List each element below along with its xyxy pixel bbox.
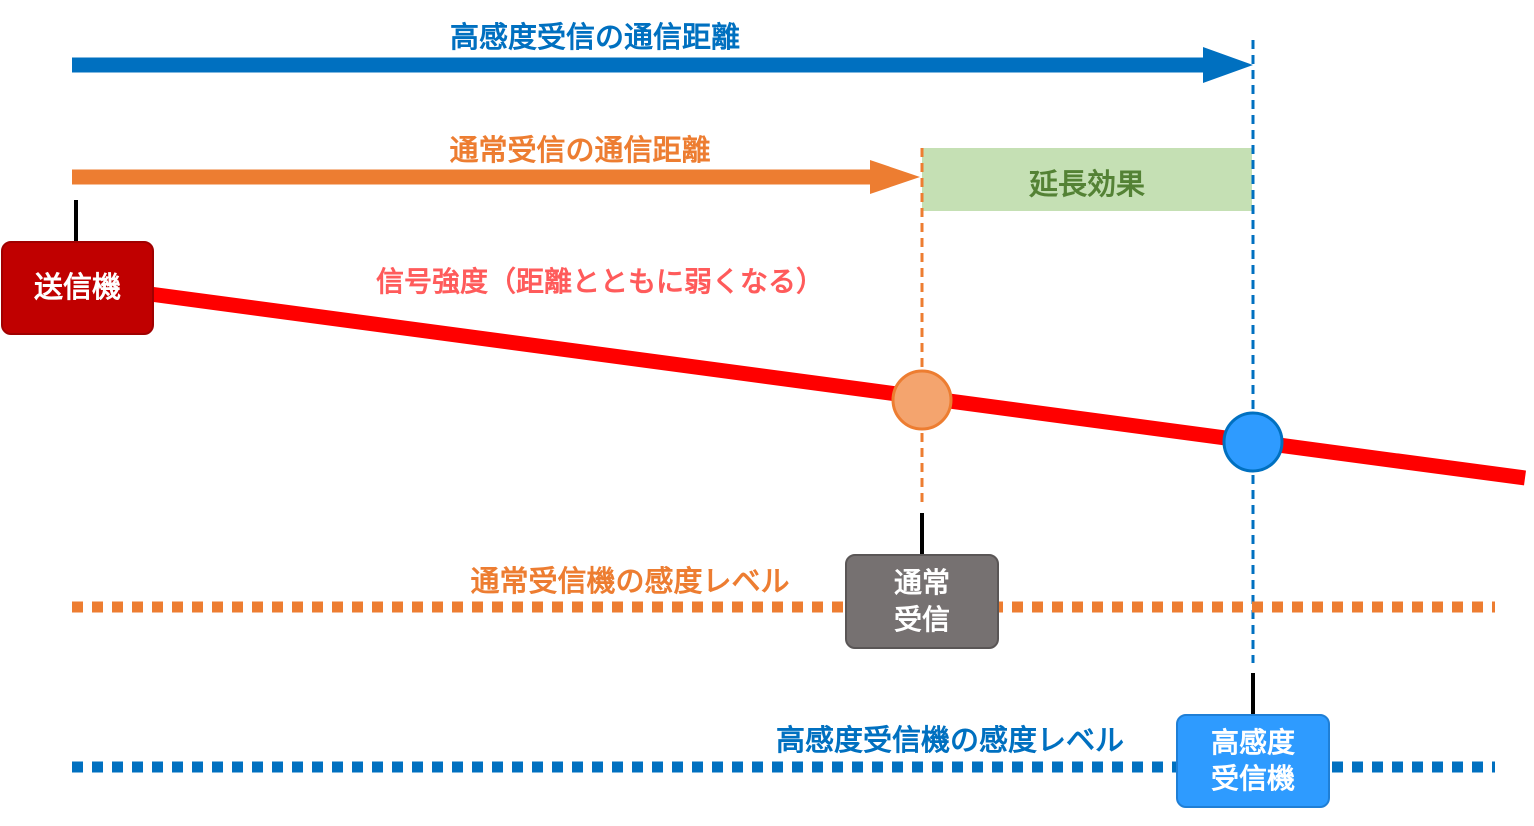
normal-receiver-box: 通常 受信 [845,554,999,649]
high-receiver-box: 高感度 受信機 [1176,714,1330,808]
transmitter-box: 送信機 [1,241,154,335]
normal-distance-arrow-head [870,160,920,194]
high-sensitivity-distance-arrow-head [1203,47,1253,83]
extension-effect-band [922,148,1252,211]
normal-receiver-label-line1: 通常 [893,566,950,600]
normal-distance-label: 通常受信の通信距離 [449,133,711,167]
normal-receiver-level-label: 通常受信機の感度レベル [470,564,790,598]
signal-strength-line [149,286,1526,486]
normal-intersection-point [891,369,953,431]
signal-strength-label: 信号強度（距離とともに弱くなる） [375,265,824,298]
high-intersection-point [1222,411,1284,473]
high-sensitivity-distance-label: 高感度受信の通信距離 [449,20,740,54]
high-receiver-level-label: 高感度受信機の感度レベル [775,723,1124,757]
high-receiver-label-line1: 高感度 [1210,725,1295,759]
normal-receiver-label-line2: 受信 [893,602,950,636]
extension-effect-label: 延長効果 [1028,167,1145,201]
high-receiver-label-line2: 受信機 [1210,762,1295,795]
transmitter-label: 送信機 [33,270,121,305]
